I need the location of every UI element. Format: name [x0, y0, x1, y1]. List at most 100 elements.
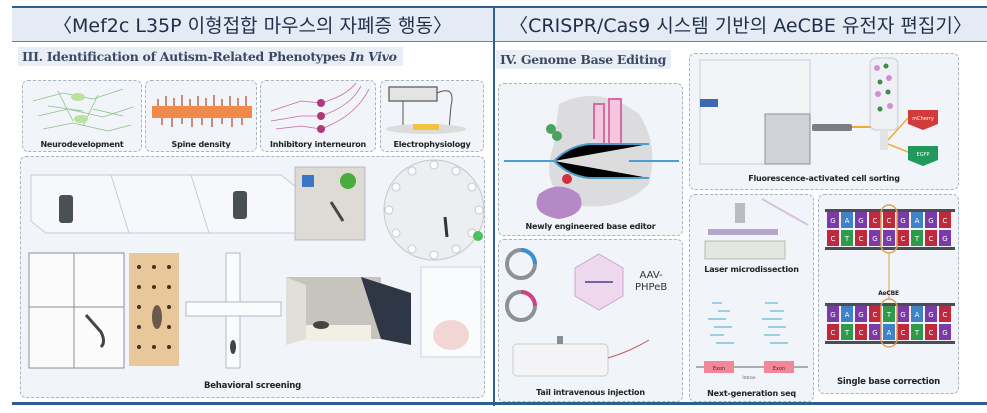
base-letter: C [831, 235, 836, 243]
left-section-title: III. Identification of Autism-Related Ph… [18, 47, 403, 66]
behavioral-screening-box: Behavioral screening [20, 156, 485, 398]
base-letter: A [915, 217, 920, 225]
electrophysiology-rig-illustration [386, 86, 466, 134]
base-letter: G [928, 311, 933, 319]
base-top-before [925, 212, 937, 228]
base-top-after [925, 306, 937, 322]
base-letter: G [872, 235, 877, 243]
base-top-before [939, 212, 951, 228]
dna-backbone [825, 247, 955, 250]
injection-caption: Tail intravenous injection [536, 388, 645, 397]
base-bottom-before [855, 230, 867, 246]
aav-injection-box: AAV-PHPeB Tail intravenous injection [498, 239, 683, 402]
base-bottom-before [841, 230, 853, 246]
base-letter: G [858, 311, 863, 319]
base-letter: C [873, 217, 878, 225]
base-bottom-after [827, 324, 839, 340]
right-header: 〈CRISPR/Cas9 시스템 기반의 AeCBE 유전자 편집기〉 [494, 8, 987, 42]
base-top-before [911, 212, 923, 228]
left-title-italic: In Vivo [349, 49, 397, 64]
base-letter: A [845, 311, 850, 319]
base-top-before [869, 212, 881, 228]
intron-label: Intron [742, 375, 755, 381]
facs-sorter-illustration: mCherry EGFP [699, 57, 938, 166]
behavioral-screening-caption: Behavioral screening [203, 381, 302, 391]
base-letter: G [942, 235, 947, 243]
dna-backbone [825, 303, 955, 306]
tile-neurodevelopment: Neurodevelopment [22, 80, 142, 152]
base-letter: G [928, 217, 933, 225]
base-top-before [841, 212, 853, 228]
base-top-before [827, 212, 839, 228]
base-letter: G [872, 329, 877, 337]
base-letter: A [845, 217, 850, 225]
base-letter: C [929, 235, 934, 243]
base-letter: T [844, 235, 850, 243]
tile-label: Spine density [171, 140, 231, 149]
facs-caption: Fluorescence-activated cell sorting [748, 174, 900, 183]
base-letter: G [900, 311, 905, 319]
base-bottom-before [827, 230, 839, 246]
interneuron-illustration [270, 82, 370, 133]
base-bottom-after [869, 324, 881, 340]
base-bottom-after [855, 324, 867, 340]
base-bottom-before [897, 230, 909, 246]
base-top-after [939, 306, 951, 322]
base-letter: G [900, 217, 905, 225]
facs-box: mCherry EGFP Fluorescence-activated cell… [689, 53, 959, 190]
base-top-after [827, 306, 839, 322]
base-bottom-after [897, 324, 909, 340]
dna-backbone [825, 209, 955, 212]
base-top-after [897, 306, 909, 322]
bottom-rule [12, 402, 987, 405]
right-section-title: IV. Genome Base Editing [496, 50, 671, 69]
base-editor-illustration [504, 96, 679, 219]
aav-label-line1: AAV- [639, 270, 663, 281]
base-top-after [869, 306, 881, 322]
base-top-after [855, 306, 867, 322]
behavioral-apparatus-illustrations [28, 159, 485, 369]
base-letter: G [886, 235, 891, 243]
base-letter: T [914, 235, 920, 243]
right-header-text: 〈CRISPR/Cas9 시스템 기반의 AeCBE 유전자 편집기〉 [509, 15, 972, 37]
base-letter: G [942, 329, 947, 337]
dna-backbone [825, 341, 955, 344]
base-letter: C [901, 329, 906, 337]
ngs-caption: Next-generation seq [707, 389, 796, 398]
base-bottom-before [869, 230, 881, 246]
base-bottom-before [911, 230, 923, 246]
aecbe-label: AeCBE [878, 290, 899, 297]
base-bottom-after [911, 324, 923, 340]
aav-label: AAV-PHPeB [635, 270, 667, 294]
aav-plasmid-illustration [505, 248, 650, 377]
lmd-ngs-illustration: Exon Exon Intron [696, 198, 809, 381]
egfp-tag: EGFP [917, 152, 930, 158]
base-bottom-after [939, 324, 951, 340]
tile-inhibitory-interneuron: Inhibitory interneuron [260, 80, 376, 152]
mcherry-tag: mCherry [912, 116, 934, 122]
base-editor-caption: Newly engineered base editor [525, 222, 656, 231]
base-letter: T [844, 329, 850, 337]
left-title-main: III. Identification of Autism-Related Ph… [22, 49, 350, 64]
base-letter: C [859, 235, 864, 243]
exon-label-2: Exon [773, 366, 785, 372]
base-letter: G [830, 311, 835, 319]
base-letter: C [943, 311, 948, 319]
base-letter: A [915, 311, 920, 319]
base-editor-box: Newly engineered base editor [498, 83, 683, 236]
tile-electrophysiology: Electrophysiology [380, 80, 484, 152]
tile-spine-density: Spine density [145, 80, 257, 152]
tile-label: Inhibitory interneuron [269, 140, 367, 149]
base-bottom-before [925, 230, 937, 246]
dendrite-spine-illustration [152, 95, 252, 127]
base-bottom-before [939, 230, 951, 246]
base-letter: C [859, 329, 864, 337]
base-letter: C [943, 217, 948, 225]
base-letter: C [929, 329, 934, 337]
exon-label-1: Exon [713, 366, 725, 372]
left-header-text: 〈Mef2c L35P 이형접합 마우스의 자폐증 행동〉 [53, 15, 452, 37]
neuron-network-illustration [32, 88, 134, 132]
base-letter: A [887, 329, 892, 337]
